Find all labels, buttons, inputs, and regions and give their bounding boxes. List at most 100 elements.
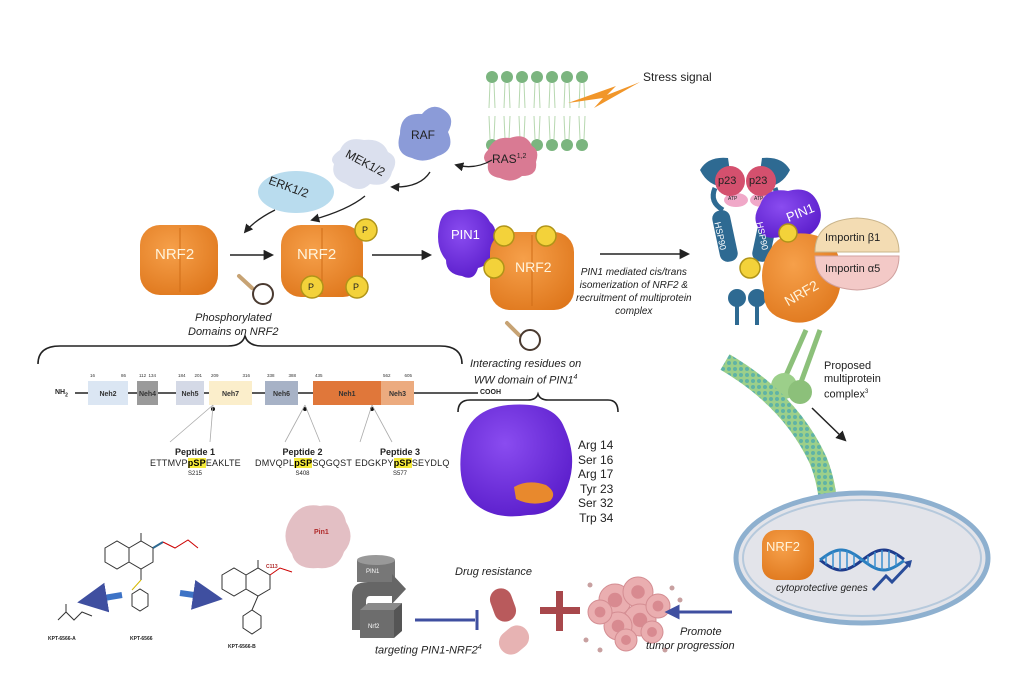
phospho-site-highlight: pSP	[393, 458, 412, 468]
lipid-head	[501, 71, 513, 83]
p23-protein	[746, 166, 776, 196]
peptide-seq-pre: DMVQPL	[255, 458, 295, 468]
nh-text: NH	[55, 389, 66, 396]
promote-label: Promote	[680, 626, 722, 638]
domain-start: 184	[178, 373, 186, 378]
nh-sub: 2	[65, 392, 68, 399]
n-terminus-label: NH2	[55, 388, 68, 400]
peptide-title: Peptide 2	[282, 447, 323, 457]
arrow-to-nucleus	[811, 407, 847, 442]
lipid-head	[516, 71, 528, 83]
domain-end: 201	[194, 373, 202, 378]
isomerization-line: recruitment of multiprotein	[576, 293, 692, 304]
importin-alpha5	[814, 255, 900, 291]
ras-text: RAS	[492, 152, 517, 166]
lipid-head	[546, 71, 558, 83]
lipid-tail	[563, 82, 571, 140]
importin-beta1-label: Importin β1	[825, 232, 881, 244]
phospho-site-highlight: pSP	[187, 458, 206, 468]
peptide-1: Peptide 1 ETTMVPpSPEAKLTE S215	[150, 447, 241, 480]
nrf2-pin1-bound	[490, 232, 574, 310]
nrf2-protein	[140, 225, 218, 295]
isomerization-text: PIN1 mediated cis/trans isomerization of…	[576, 266, 692, 318]
ref-sup: 4	[477, 644, 482, 651]
proposed-line: complex	[824, 388, 865, 401]
raf-protein	[398, 106, 452, 161]
lipid-head	[546, 139, 558, 151]
nrf2-cube-icon	[360, 603, 402, 638]
p23-label: p23	[749, 175, 768, 187]
title-line-1: Interacting residues on	[470, 358, 582, 370]
domain-end: 316	[242, 373, 250, 378]
residue-item: Arg 17	[578, 467, 614, 481]
magnifier-icon	[505, 321, 541, 351]
nrf2-bound-label: NRF2	[515, 259, 552, 275]
mek-protein	[332, 139, 396, 189]
ras-ref: 1,2	[516, 153, 527, 160]
peptide-2: Peptide 2 DMVQPLpSPSQGQST S408	[255, 447, 353, 480]
nucleus-nrf2-label: NRF2	[766, 539, 800, 554]
domain-start: 435	[315, 373, 323, 378]
dynein-motor	[771, 328, 823, 404]
phosphorylated-domains-label: Phosphorylated Domains on NRF2	[188, 312, 279, 338]
interacting-residues-title: Interacting residues on WW domain of PIN…	[470, 357, 581, 388]
pin1-cylinder-icon	[357, 555, 395, 582]
lipid-head	[576, 71, 588, 83]
domain-neh5: Neh5 184 201	[176, 373, 204, 405]
brace-domains	[37, 333, 463, 365]
pin1-adduct-label: Pin1	[314, 529, 329, 536]
nrf2-box-label: Nrf2	[368, 624, 380, 630]
peptide-seq-post: EAKLTE	[205, 458, 241, 468]
domain-label: Neh3	[389, 391, 406, 398]
p23-protein	[715, 166, 745, 196]
lipid-head	[486, 71, 498, 83]
peptide-3: Peptide 3 EDGKPYpSPSEYDLQ S577	[355, 447, 449, 480]
lipid-head	[561, 139, 573, 151]
chemical-structure-kpt6566-b	[221, 560, 293, 635]
residue-list: Arg 14 Ser 16 Arg 17 Tyr 23 Ser 32 Trp 3…	[578, 438, 613, 525]
lipid-tail	[578, 82, 586, 140]
arrow-raf-to-mek	[390, 171, 431, 192]
peptide-seq-post: SQGQST	[312, 458, 353, 468]
nrf2-phos-label: NRF2	[297, 246, 337, 263]
phospho-site-highlight: pSP	[294, 458, 313, 468]
isomerization-line: complex	[615, 306, 653, 317]
pin1-box-label: PIN1	[366, 569, 380, 575]
domain-label: Neh7	[222, 391, 239, 398]
isomerization-line: isomerization of NRF2 &	[579, 280, 688, 291]
domain-start: 562	[383, 373, 391, 378]
domain-label: Neh5	[181, 391, 198, 398]
lipid-tail	[488, 82, 496, 140]
phospho-group-icon	[345, 275, 369, 299]
peptide-site: S408	[295, 471, 310, 477]
raf-label: RAF	[411, 128, 435, 142]
targeting-text: targeting PIN1-NRF2	[375, 644, 478, 657]
arrow-ras-to-raf	[454, 159, 493, 172]
tumor-progression-label: tumor progression	[646, 640, 735, 652]
erk-protein	[258, 171, 334, 213]
magnifier-icon	[237, 274, 274, 305]
lipid-tail	[533, 82, 541, 140]
domain-label: Neh2	[99, 391, 116, 398]
nrf2-label: NRF2	[155, 246, 195, 263]
compound-b-label: KPT-6566-B	[228, 644, 256, 650]
atp-label: ATP	[728, 196, 738, 202]
arrow-to-kpt6566-a	[77, 582, 123, 613]
pin1-ww-structure	[460, 404, 573, 517]
lipid-head	[531, 71, 543, 83]
phospho-group-icon	[300, 275, 324, 299]
phospho-group-icon	[493, 225, 515, 247]
domain-start: 338	[267, 373, 275, 378]
ras-protein	[484, 136, 538, 181]
lipid-head	[576, 139, 588, 151]
proposed-line: Proposed	[824, 360, 872, 372]
importin-beta1	[814, 217, 900, 253]
atp-label: ATP	[754, 196, 764, 202]
peptide-title: Peptide 1	[174, 447, 215, 457]
domain-end: 134	[148, 373, 156, 378]
lipid-tail	[503, 82, 511, 140]
